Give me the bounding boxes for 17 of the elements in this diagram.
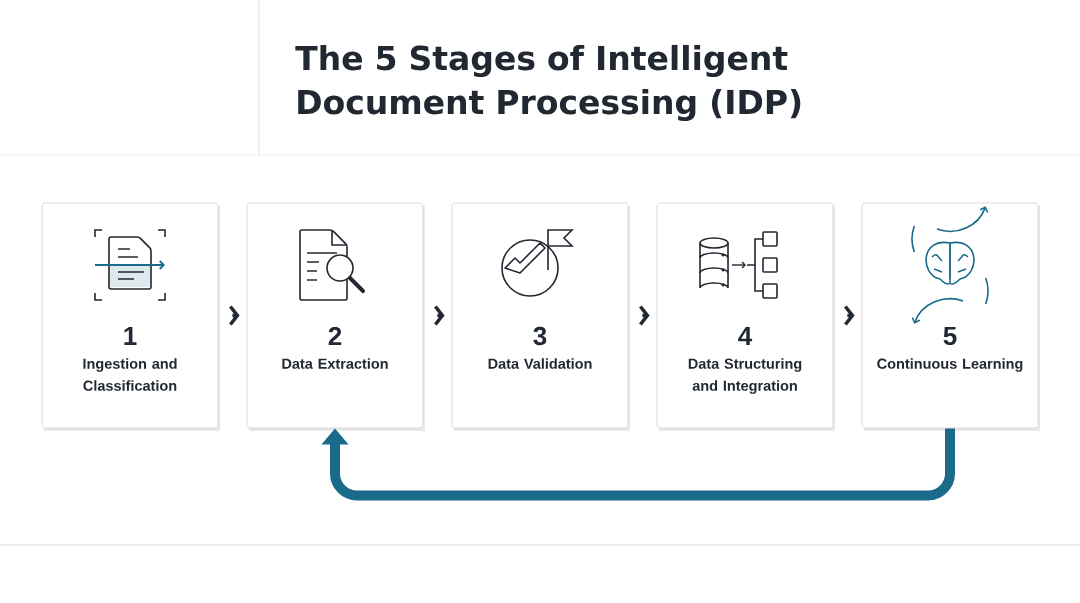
stage-card xyxy=(451,202,630,431)
title: The 5 Stages of Intelligent Document Processing (IDP) xyxy=(295,44,801,122)
step-number: 3 xyxy=(533,326,547,346)
stage-card xyxy=(41,202,220,431)
stage-card xyxy=(246,202,425,431)
step-number: 5 xyxy=(943,326,957,346)
stage-card xyxy=(861,202,1040,431)
step-number: 1 xyxy=(124,327,137,345)
step-label: Data Structuring and Integration xyxy=(688,358,802,394)
stage-card xyxy=(656,202,835,431)
step-label: Continuous Learning xyxy=(877,358,1023,372)
step-label: Ingestion and Classification xyxy=(83,358,177,391)
loop-arrow xyxy=(321,428,955,501)
step-number: 4 xyxy=(738,327,753,345)
step-number: 2 xyxy=(328,326,342,346)
step-label: Data Validation xyxy=(488,358,592,369)
step-label: Data Extraction xyxy=(282,358,388,369)
